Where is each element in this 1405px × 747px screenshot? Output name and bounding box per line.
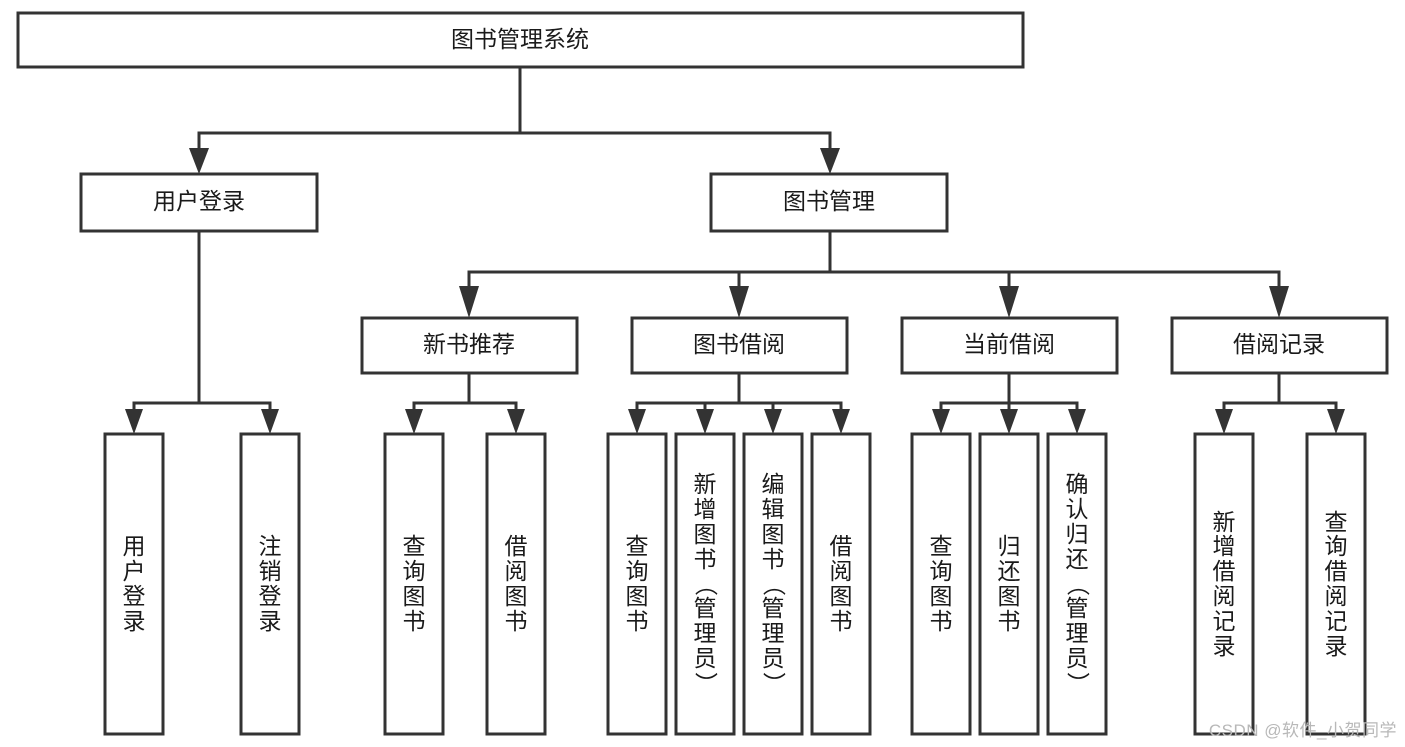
node-box-leaf-3[interactable] (485, 432, 547, 736)
node-box-new-book-recommend[interactable] (360, 316, 579, 375)
node-box-leaf-1[interactable] (239, 432, 301, 736)
arrowhead-leaf-query-book-2 (628, 409, 646, 434)
node-label-root: 图书管理系统 (451, 26, 589, 52)
connector-layer (125, 65, 1345, 434)
arrowhead-to-borrow-record (1269, 286, 1289, 318)
node-box-leaf-0[interactable] (103, 432, 165, 736)
node-box-leaf-8[interactable] (910, 432, 972, 736)
node-box-user-login[interactable] (79, 172, 319, 233)
node-box-leaf-2[interactable] (383, 432, 445, 736)
arrowhead-leaf-query-book-3 (932, 409, 950, 434)
node-label-new-book-recommend: 新书推荐 (423, 331, 515, 357)
node-box-leaf-7[interactable] (810, 432, 872, 736)
arrowhead-leaf-return-book (1000, 409, 1018, 434)
node-box-leaf-4[interactable] (606, 432, 668, 736)
node-box-leaf-10[interactable] (1046, 432, 1108, 736)
node-label-user-login: 用户登录 (153, 188, 245, 214)
arrowhead-to-book-mgmt (820, 148, 840, 174)
node-label-borrow-record: 借阅记录 (1233, 331, 1325, 357)
arrowhead-leaf-add-record (1215, 409, 1233, 434)
node-box-borrow-record[interactable] (1170, 316, 1389, 375)
node-box-leaf-11[interactable] (1193, 432, 1255, 736)
arrowhead-leaf-add-book (696, 409, 714, 434)
arrowhead-to-new-book-rec (459, 286, 479, 318)
arrowhead-to-current-borrow (999, 286, 1019, 318)
node-box-leaf-5[interactable] (674, 432, 736, 736)
node-layer (16, 11, 1389, 736)
arrowhead-leaf-query-record (1327, 409, 1345, 434)
arrowhead-leaf-query-book-1 (405, 409, 423, 434)
node-box-leaf-6[interactable] (742, 432, 804, 736)
node-label-book-management: 图书管理 (783, 188, 875, 214)
node-box-book-management[interactable] (709, 172, 949, 233)
arrowhead-leaf-logout (261, 409, 279, 434)
node-box-book-borrow[interactable] (630, 316, 849, 375)
arrowhead-to-user-login (189, 148, 209, 174)
arrowhead-leaf-borrow-book-1 (507, 409, 525, 434)
arrowhead-leaf-confirm-return (1068, 409, 1086, 434)
node-label-book-borrow: 图书借阅 (693, 331, 785, 357)
label-layer: 图书管理系统 用户登录 图书管理 新书推荐 图书借阅 当前借阅 借阅记录 (153, 26, 1325, 357)
csdn-watermark: CSDN @软件_小贺同学 (1208, 721, 1397, 740)
arrowhead-to-book-borrow (729, 286, 749, 318)
node-label-current-borrow: 当前借阅 (963, 331, 1055, 357)
arrowhead-leaf-borrow-book-2 (832, 409, 850, 434)
node-box-root[interactable] (16, 11, 1025, 69)
node-box-leaf-9[interactable] (978, 432, 1040, 736)
arrowhead-leaf-edit-book (764, 409, 782, 434)
node-box-current-borrow[interactable] (900, 316, 1119, 375)
node-box-leaf-12[interactable] (1305, 432, 1367, 736)
arrowhead-leaf-user-login (125, 409, 143, 434)
